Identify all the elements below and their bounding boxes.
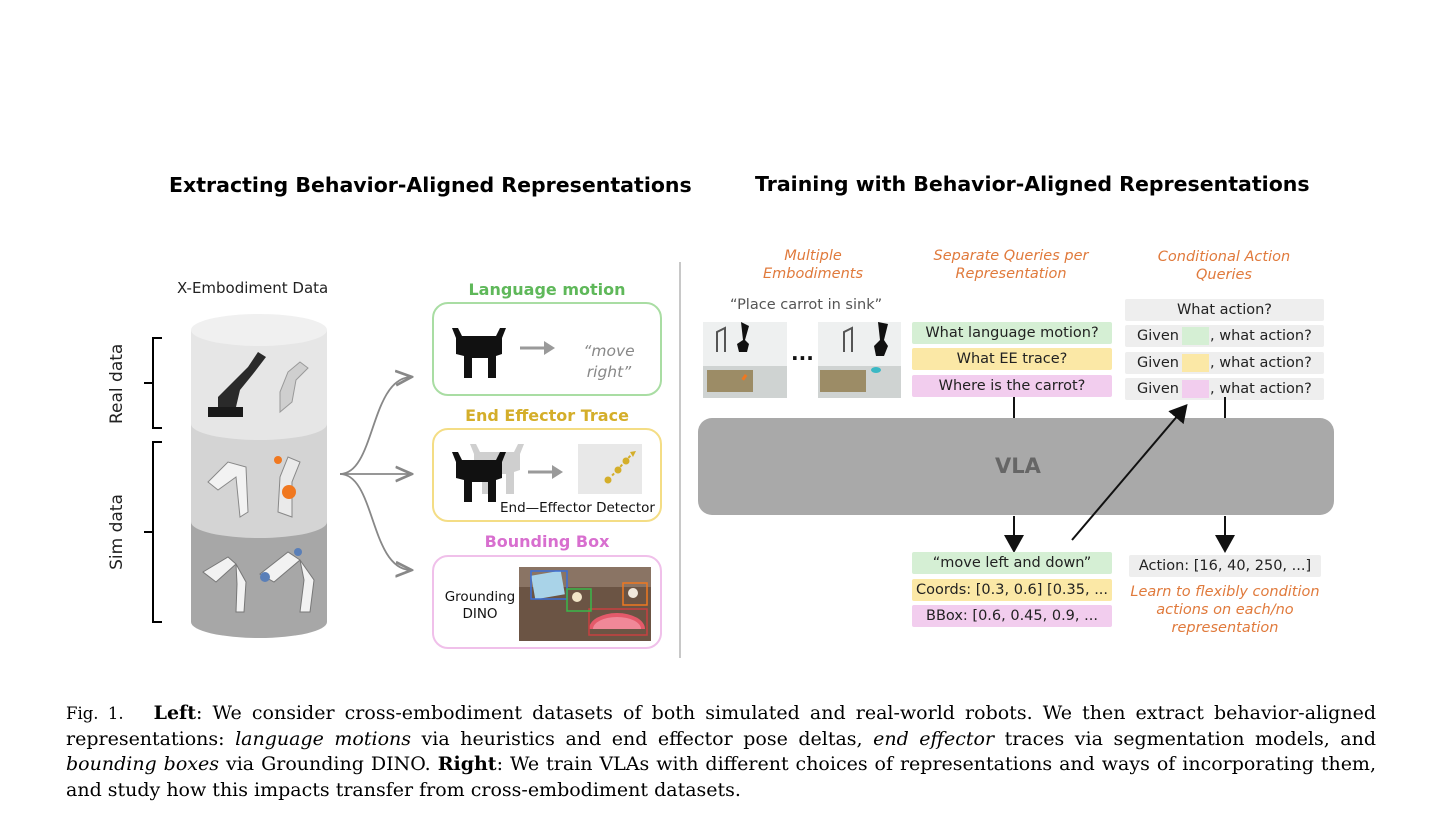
figure-caption: Fig. 1. Left: We consider cross-embodimen… bbox=[66, 701, 1376, 803]
extraction-arrows bbox=[339, 360, 430, 590]
real-robot-icons bbox=[208, 352, 309, 417]
vla-block: VLA bbox=[698, 418, 1334, 515]
action-query-pink: Given , what action? bbox=[1125, 378, 1324, 400]
action-query-green: Given , what action? bbox=[1125, 325, 1324, 347]
green-slot bbox=[1182, 327, 1209, 345]
action-output: Action: [16, 40, 250, ...] bbox=[1129, 555, 1321, 577]
caption-fig-number: Fig. 1. bbox=[66, 704, 124, 723]
what-action-label: , what action? bbox=[1210, 381, 1312, 397]
instruction-text: “Place carrot in sink” bbox=[730, 297, 883, 313]
what-action-label: , what action? bbox=[1210, 328, 1312, 344]
bbox-box: Grounding DINO bbox=[432, 555, 662, 649]
flow-arrows bbox=[1004, 397, 1235, 553]
language-motion-quote: “move right” bbox=[583, 342, 635, 381]
output-language-motion: “move left and down” bbox=[912, 552, 1112, 574]
pink-slot bbox=[1182, 380, 1209, 398]
output-coords: Coords: [0.3, 0.6] [0.35, ... bbox=[912, 579, 1112, 601]
sim-data-label: Sim data bbox=[107, 494, 127, 570]
caption-right-word: Right bbox=[437, 753, 497, 775]
conditional-queries-note: Conditional Action Queries bbox=[1157, 249, 1291, 283]
given-label: Given bbox=[1137, 328, 1179, 344]
trace-plot-icon bbox=[578, 444, 642, 494]
sim-ur-robot-icons bbox=[202, 548, 315, 613]
language-motion-heading: Language motion bbox=[468, 280, 626, 299]
learn-note: Learn to flexibly condition actions on e… bbox=[1130, 584, 1320, 636]
gripper-trace-icon bbox=[452, 444, 524, 502]
arrow-right-icon bbox=[520, 341, 555, 355]
ellipsis: ... bbox=[791, 341, 814, 365]
gripper-icon bbox=[452, 328, 506, 378]
real-data-label: Real data bbox=[107, 343, 127, 424]
vla-label: VLA bbox=[995, 454, 1041, 478]
query-language-motion: What language motion? bbox=[912, 322, 1112, 344]
left-panel-title: Extracting Behavior-Aligned Representati… bbox=[169, 173, 692, 197]
query-bbox: Where is the carrot? bbox=[912, 375, 1112, 397]
dataset-label: X-Embodiment Data bbox=[177, 279, 329, 297]
dataset-cylinder bbox=[191, 314, 327, 638]
caption-text-5: : We train VLAs with different choices o… bbox=[66, 753, 1376, 801]
language-motion-box: “move right” bbox=[432, 302, 662, 396]
action-query-plain: What action? bbox=[1125, 299, 1324, 321]
ee-trace-heading: End Effector Trace bbox=[465, 406, 629, 425]
caption-text-3: traces via segmentation models, and bbox=[994, 727, 1377, 750]
output-bbox: BBox: [0.6, 0.45, 0.9, ... bbox=[912, 605, 1112, 627]
yellow-slot bbox=[1182, 354, 1209, 372]
detection-image bbox=[519, 567, 651, 641]
separate-queries-note: Separate Queries per Representation bbox=[933, 248, 1089, 282]
query-ee-trace: What EE trace? bbox=[912, 348, 1112, 370]
arrow-right-icon bbox=[528, 465, 563, 479]
given-label: Given bbox=[1137, 355, 1179, 371]
caption-italic-2: end effector bbox=[873, 727, 995, 750]
sim-robot-icons bbox=[207, 456, 301, 518]
caption-text-2: via heuristics and end effector pose del… bbox=[411, 727, 874, 750]
data-brackets bbox=[144, 337, 162, 623]
caption-left-word: Left bbox=[153, 702, 197, 724]
multiple-embodiments-note: Multiple Embodiments bbox=[762, 248, 864, 282]
ee-detector-label: End—Effector Detector bbox=[500, 500, 655, 516]
ee-trace-box: End—Effector Detector bbox=[432, 428, 662, 522]
grounding-dino-label: Grounding DINO bbox=[444, 589, 516, 622]
caption-italic-1: language motions bbox=[235, 727, 411, 750]
caption-text-1: : We consider cross-embodiment datasets … bbox=[66, 702, 1376, 750]
right-panel-title: Training with Behavior-Aligned Represent… bbox=[755, 172, 1310, 196]
caption-italic-3: bounding boxes bbox=[66, 753, 219, 775]
bbox-heading: Bounding Box bbox=[484, 532, 610, 551]
panel-divider bbox=[679, 262, 681, 658]
given-label: Given bbox=[1137, 381, 1179, 397]
action-query-yellow: Given , what action? bbox=[1125, 352, 1324, 374]
observation-image-1 bbox=[703, 322, 787, 398]
caption-text-4: via Grounding DINO. bbox=[219, 753, 438, 775]
what-action-label: , what action? bbox=[1210, 355, 1312, 371]
observation-image-2 bbox=[818, 322, 901, 398]
